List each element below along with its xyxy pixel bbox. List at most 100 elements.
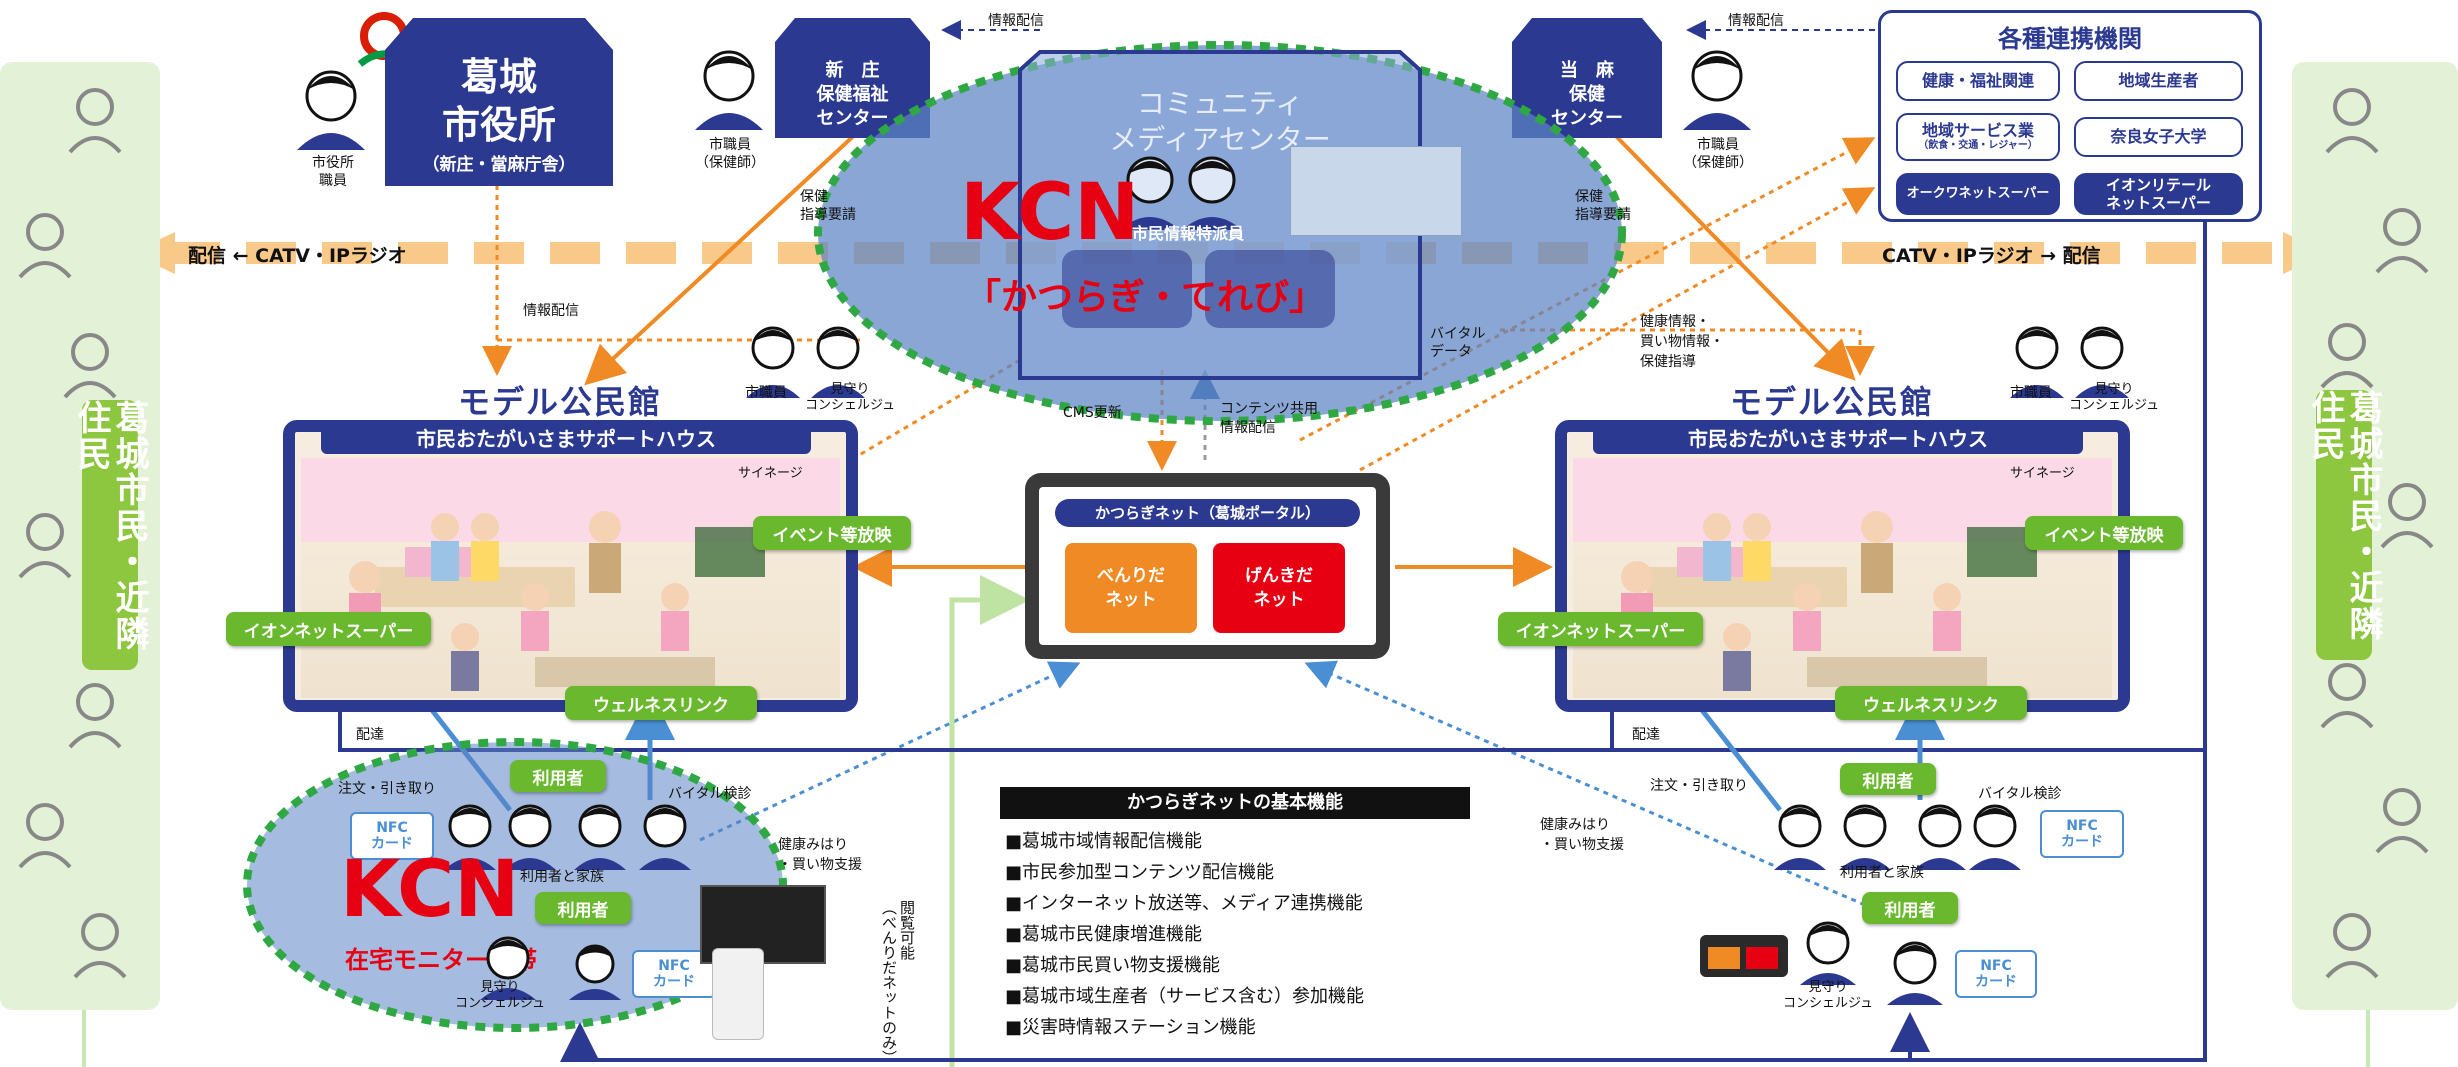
resident-icon [2325,88,2379,154]
partner-health-welfare: 健康・福祉関連 [1896,61,2060,101]
taima-staff-label-1: 市職員 [1697,137,1739,153]
left-user-avatar-small [569,944,621,1000]
taima-line-1: 当 麻 [1560,60,1614,81]
taima-line-2: 保健 [1569,84,1605,105]
partner-local-services-label: 地域サービス業 [1921,121,2034,140]
right-family-label: 利用者と家族 [1840,865,1924,881]
resident-icon [18,513,72,579]
resident-icon [18,803,72,869]
shinjo-staff-label-1: 市職員 [709,137,751,153]
taima-staff-label-2: （保健師） [1683,155,1753,171]
watch-left-label: 健康みはり ・買い物支援 [778,837,862,873]
right-user-badge-2: 利用者 [1862,892,1958,924]
hoken-request-left: 保健 指導要請 [800,189,856,223]
right-concierge-label: 見守り コンシェルジュ [1782,980,1874,1011]
info-delivery-left-label: 情報配信 [988,13,1044,29]
order-left-label: 注文・引き取り [338,781,436,797]
right-hall-heading: モデル公民館 [1730,383,1935,421]
vital-check-left-label: バイタル検診 [668,786,752,802]
info-delivery-cityhall: 情報配信 [523,303,579,319]
left-user-badge-2: 利用者 [535,892,631,924]
order-right-label: 注文・引き取り [1650,778,1748,794]
info-delivery-right-label: 情報配信 [1728,13,1784,29]
partner-local-producers: 地域生産者 [2074,61,2243,101]
shinjo-line-1: 新 庄 [825,60,880,81]
city-hall-box: 葛城 市役所 （新庄・當麻庁舎） [385,18,613,186]
right-hall-aeon-badge: イオンネットスーパー [1498,612,1703,646]
feature-item: ■インターネット放送等、メディア連携機能 [1005,893,1363,914]
catv-right-label: CATV・IPラジオ → 配信 [1882,245,2101,267]
center-inner-box-1 [1062,250,1192,328]
left-resident-icons [18,88,127,979]
resident-icon [2375,788,2429,854]
taima-center-box: 当 麻 保健 センター [1512,18,1662,138]
portal-title: かつらぎネット（葛城ポータル） [1055,499,1360,527]
right-hall-signage-label: サイネージ [2010,466,2075,481]
right-concierge-avatar [1800,921,1856,985]
right-resident-icons [2320,88,2434,979]
right-nfc-card-1: NFC カード [2040,810,2124,858]
partner-nara-womens-univ: 奈良女子大学 [2074,117,2243,157]
genkida-net-button[interactable]: げんきだ ネット [1213,543,1345,633]
shinjo-line-2: 保健福祉 [816,84,889,105]
city-hall-title-2: 市役所 [441,103,556,147]
resident-icon [2325,913,2379,979]
resident-icon [68,88,122,154]
partner-local-services: 地域サービス業 （飲食・交通・レジャー） [1896,113,2060,161]
shinjo-staff-label-2: （保健師） [695,155,765,171]
partner-okuwa-netsuper: オークワネットスーパー [1896,173,2060,215]
studio-photo [1290,146,1462,236]
set-top-box-photo [712,948,764,1040]
left-hall-frame: 市民おたがいさまサポートハウス サイネージ [283,420,858,712]
feature-item: ■葛城市民買い物支援機能 [1005,955,1221,976]
taima-line-3: センター [1551,108,1623,129]
kcn-channel-name: 「かつらぎ・てれび」 [965,277,1326,318]
resident-icon [2320,663,2374,729]
left-hall-staff-avatars [746,326,865,398]
contents-share-label: コンテンツ共用 情報配信 [1220,401,1318,436]
resident-icon [2375,208,2429,274]
features-list: ■葛城市域情報配信機能 ■市民参加型コンテンツ配信機能 ■インターネット放送等、… [1005,826,1485,1043]
reporter-label: 市民情報特派員 [1131,224,1244,243]
taima-staff-avatar [1683,50,1751,130]
reporter-avatars [1120,156,1242,230]
browse-available-label: 閲覧可能 （べんりだネットのみ） [880,900,916,1065]
resident-icon [68,683,122,749]
left-user-badge-1: 利用者 [510,760,606,792]
right-hall-concierge-label: 見守り コンシェルジュ [2068,382,2160,413]
community-center-line1: コミュニティ [1136,87,1304,120]
shinjo-center-box: 新 庄 保健福祉 センター [775,18,930,138]
cms-update-label: CMS更新 [1063,405,1122,421]
resident-icon [63,333,117,399]
catv-left-label: 配信 ← CATV・IPラジオ [188,245,407,267]
delivery-right-label: 配達 [1632,727,1660,743]
left-hall-wellness-badge: ウェルネスリンク [565,686,757,720]
left-hall-staff-label: 市職員 [745,385,787,401]
phone-photo [1700,935,1788,977]
resident-icon [2380,483,2434,549]
feature-item: ■葛城市域情報配信機能 [1005,831,1203,852]
resident-icon [2320,323,2374,389]
left-concierge-avatar [480,936,536,1000]
hoken-request-right: 保健 指導要請 [1575,189,1631,223]
city-staff-avatar [297,70,365,150]
center-inner-box-2 [1205,250,1335,328]
left-hall-event-badge: イベント等放映 [753,516,911,550]
city-hall-subtitle: （新庄・當麻庁舎） [422,155,576,175]
shinjo-staff-avatar [695,50,763,130]
right-hall-staff-avatars [2010,326,2129,398]
right-user-avatar [1887,941,1943,1005]
left-residents-label: 葛城市民・近隣住民 [71,400,149,670]
left-hall-frame-title: 市民おたがいさまサポートハウス [321,424,811,454]
right-hall-frame: 市民おたがいさまサポートハウス サイネージ [1555,420,2130,712]
right-user-badge-1: 利用者 [1840,763,1936,795]
left-hall-signage-label: サイネージ [738,466,803,481]
partner-aeon-netsuper: イオンリテール ネットスーパー [2074,173,2243,215]
portal-tablet: かつらぎネット（葛城ポータル） べんりだ ネット げんきだ ネット [1025,473,1390,659]
health-info-label: 健康情報・ 買い物情報・ 保健指導 [1640,314,1724,370]
right-hall-staff-label: 市職員 [2010,385,2052,401]
shinjo-line-3: センター [816,108,889,129]
kcn-logo-home: KCN [340,845,520,935]
feature-item: ■市民参加型コンテンツ配信機能 [1005,862,1275,883]
benrida-net-button[interactable]: べんりだ ネット [1065,543,1197,633]
